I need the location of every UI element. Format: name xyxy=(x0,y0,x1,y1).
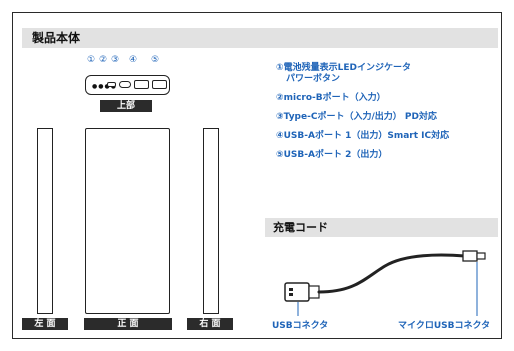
port-number-3: ③ xyxy=(111,55,120,65)
cable-section-title: 充電コード xyxy=(265,218,498,237)
spec-item-3-main: ③Type-Cポート（入力/出力） PD対応 xyxy=(276,112,437,122)
usb-a-connector-icon xyxy=(284,282,310,302)
port-number-row: ① ② ③ ④ ⑤ xyxy=(87,55,177,69)
led-indicator-icon: ●●●● xyxy=(92,83,117,90)
spec-item-1-main: ①電池残量表示LEDインジケータ xyxy=(276,63,411,73)
spec-item-1-sub: パワーボタン xyxy=(286,74,341,84)
spec-item-5: ⑤USB-Aポート 2（出力） xyxy=(276,150,449,161)
charging-cable-illustration xyxy=(284,250,486,316)
spec-item-5-main: ⑤USB-Aポート 2（出力） xyxy=(276,150,388,160)
micro-b-port-icon xyxy=(107,82,116,87)
left-side-view xyxy=(37,128,53,314)
device-top-view: ●●●● xyxy=(85,75,170,95)
usb-connector-label: USBコネクタ xyxy=(272,321,329,331)
micro-usb-connector-label: マイクロUSBコネクタ xyxy=(398,321,491,331)
usb-a-port-2-icon xyxy=(152,80,167,89)
top-view-label: 上部 xyxy=(100,100,152,112)
right-side-view xyxy=(203,128,219,314)
port-spec-list: ①電池残量表示LEDインジケータ パワーボタン ②micro-Bポート（入力） … xyxy=(276,63,449,169)
spec-item-4-main: ④USB-Aポート 1（出力）Smart IC対応 xyxy=(276,131,450,141)
port-number-2: ② xyxy=(99,55,108,65)
spec-item-2-main: ②micro-Bポート（入力） xyxy=(276,93,386,103)
spec-item-1: ①電池残量表示LEDインジケータ パワーボタン xyxy=(276,63,449,85)
left-side-label: 左 面 xyxy=(22,318,68,330)
front-view xyxy=(85,128,170,314)
type-c-port-icon xyxy=(119,81,131,88)
spec-item-3: ③Type-Cポート（入力/出力） PD対応 xyxy=(276,112,449,123)
cable-wire xyxy=(317,253,467,294)
product-section-title: 製品本体 xyxy=(22,28,498,48)
usb-a-port-1-icon xyxy=(134,80,149,89)
port-number-5: ⑤ xyxy=(151,55,160,65)
front-label: 正 面 xyxy=(84,318,172,330)
right-side-label: 右 面 xyxy=(187,318,233,330)
spec-item-2: ②micro-Bポート（入力） xyxy=(276,93,449,104)
port-number-4: ④ xyxy=(129,55,138,65)
port-number-1: ① xyxy=(87,55,96,65)
micro-usb-connector-icon xyxy=(462,250,478,262)
spec-item-4: ④USB-Aポート 1（出力）Smart IC対応 xyxy=(276,131,449,142)
